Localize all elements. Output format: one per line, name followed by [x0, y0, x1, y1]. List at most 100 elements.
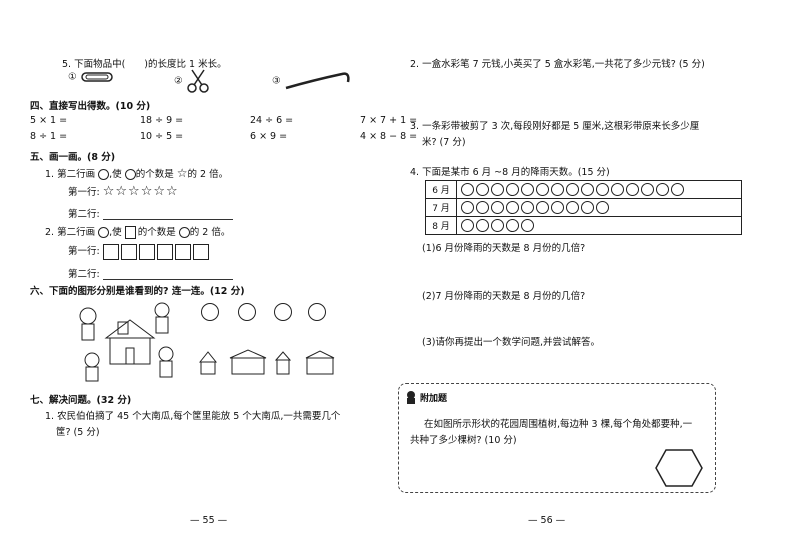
circle-shape — [178, 227, 190, 238]
hexagon-garden — [655, 449, 703, 487]
q2-text-c: 的个数是 — [137, 227, 176, 238]
row-label: 第二行: — [68, 269, 100, 280]
sec7-q1-line2: 筐? (5 分) — [56, 427, 100, 438]
q1-text-b: ,使 — [109, 169, 122, 180]
rain-circle — [521, 201, 534, 214]
rain-circle — [461, 219, 474, 232]
star-shape: ☆ — [176, 166, 188, 180]
rain-circle — [491, 219, 504, 232]
month-label: 7 月 — [426, 199, 457, 216]
q1-text-c: 的个数是 — [135, 169, 174, 180]
rain-circle — [641, 183, 654, 196]
scissors-icon — [186, 69, 209, 93]
page-number-left: — 55 — — [190, 515, 228, 526]
month-label: 6 月 — [426, 181, 457, 198]
rain-circle — [521, 219, 534, 232]
option-2-label: ② — [174, 75, 183, 87]
calc-item: 5 × 1 = — [30, 115, 68, 126]
square-shape — [174, 243, 191, 260]
sec5-q1-row2: 第二行: — [68, 206, 233, 220]
square-shape — [102, 243, 119, 260]
circle-shape — [98, 227, 110, 238]
sec7-q1-line1: 1. 农民伯伯摘了 45 个大南瓜,每个筐里能放 5 个大南瓜,一共需要几个 — [45, 411, 341, 422]
table-row: 6 月 — [426, 181, 741, 199]
calc-item: 24 ÷ 6 = — [250, 115, 294, 126]
calc-item: 8 ÷ 1 = — [30, 131, 68, 142]
r-q4: 4. 下面是某市 6 月 ~8 月的降雨天数。(15 分) — [410, 167, 610, 178]
q5-option-1: ① — [68, 70, 114, 84]
rain-circle — [581, 201, 594, 214]
calc-item: 7 × 7 + 1 = — [360, 115, 418, 126]
row-label: 第一行: — [68, 246, 100, 257]
rain-circle — [536, 201, 549, 214]
rope-icon — [285, 72, 350, 90]
q1-text-a: 1. 第二行画 — [45, 169, 96, 180]
calc-item: 4 × 8 − 8 = — [360, 131, 418, 142]
child-face-2[interactable] — [238, 303, 256, 321]
bonus-icon — [407, 391, 415, 404]
child-face-4[interactable] — [308, 303, 326, 321]
q2-text-a: 2. 第二行画 — [45, 227, 96, 238]
rainfall-table: 6 月 7 月 8 月 — [425, 180, 742, 235]
rain-circle — [671, 183, 684, 196]
rain-circle — [566, 201, 579, 214]
r-q2: 2. 一盒水彩笔 7 元钱,小英买了 5 盒水彩笔,一共花了多少元钱? (5 分… — [410, 59, 705, 70]
rain-circle — [506, 183, 519, 196]
stars-row: ☆☆☆☆☆☆ — [102, 184, 179, 199]
rain-circle — [626, 183, 639, 196]
sec5-q1: 1. 第二行画 ,使 的个数是 ☆的 2 倍。 — [45, 166, 228, 180]
page-number-right: — 56 — — [528, 515, 566, 526]
rain-circle — [536, 183, 549, 196]
bonus-line2: 共种了多少棵树? (10 分) — [410, 435, 517, 446]
rain-circle — [461, 201, 474, 214]
row-label: 第二行: — [68, 209, 100, 220]
q2-text-b: ,使 — [109, 227, 122, 238]
q5-text: 5. 下面物品中( )的长度比 1 米长。 — [62, 59, 227, 70]
children-house-illustration — [79, 302, 174, 382]
rain-circle — [611, 183, 624, 196]
rain-circle — [506, 201, 519, 214]
house-view-1[interactable] — [198, 350, 218, 376]
calc-item: 6 × 9 = — [250, 131, 288, 142]
calc-item: 10 ÷ 5 = — [140, 131, 184, 142]
section-5-title: 五、画一画。(8 分) — [30, 152, 116, 163]
sec5-q1-row1: 第一行: ☆☆☆☆☆☆ — [68, 184, 179, 199]
answer-line[interactable] — [102, 270, 233, 280]
r-q3-line1: 3. 一条彩带被剪了 3 次,每段刚好都是 5 厘米,这根彩带原来长多少厘 — [410, 121, 700, 132]
rain-circle — [506, 219, 519, 232]
q2-text-d: 的 2 倍。 — [189, 227, 231, 238]
rain-circle — [476, 219, 489, 232]
answer-line[interactable] — [102, 210, 233, 220]
rain-circle — [566, 183, 579, 196]
q5-option-2: ② — [174, 68, 212, 94]
r-q4-1: (1)6 月份降雨的天数是 8 月份的几倍? — [422, 243, 586, 254]
square-shape — [124, 226, 136, 239]
house-view-4[interactable] — [304, 348, 336, 376]
q5-option-3: ③ — [272, 70, 354, 92]
rain-circle — [596, 183, 609, 196]
row-label: 第一行: — [68, 187, 100, 198]
child-face-1[interactable] — [201, 303, 219, 321]
section-6-title: 六、下面的图形分别是谁看到的? 连一连。(12 分) — [30, 286, 245, 297]
rain-circle — [476, 183, 489, 196]
section-4-title: 四、直接写出得数。(10 分) — [30, 101, 151, 112]
square-shape — [156, 243, 173, 260]
calc-grid: 5 × 1 = 18 ÷ 9 = 24 ÷ 6 = 7 × 7 + 1 = 8 … — [30, 115, 470, 142]
section-7-title: 七、解决问题。(32 分) — [30, 395, 132, 406]
square-shape — [192, 243, 209, 260]
child-face-3[interactable] — [274, 303, 292, 321]
square-shape — [120, 243, 137, 260]
rain-circle — [521, 183, 534, 196]
rain-circle — [581, 183, 594, 196]
r-q4-2: (2)7 月份降雨的天数是 8 月份的几倍? — [422, 291, 586, 302]
bonus-box — [398, 383, 716, 493]
bonus-title: 附加题 — [420, 394, 448, 404]
house-view-2[interactable] — [228, 348, 268, 376]
rain-circle — [491, 183, 504, 196]
rain-circle — [551, 201, 564, 214]
house-view-3[interactable] — [274, 350, 292, 376]
square-shape — [138, 243, 155, 260]
circle-cells — [457, 217, 741, 234]
option-3-label: ③ — [272, 75, 281, 87]
rain-circle — [476, 201, 489, 214]
